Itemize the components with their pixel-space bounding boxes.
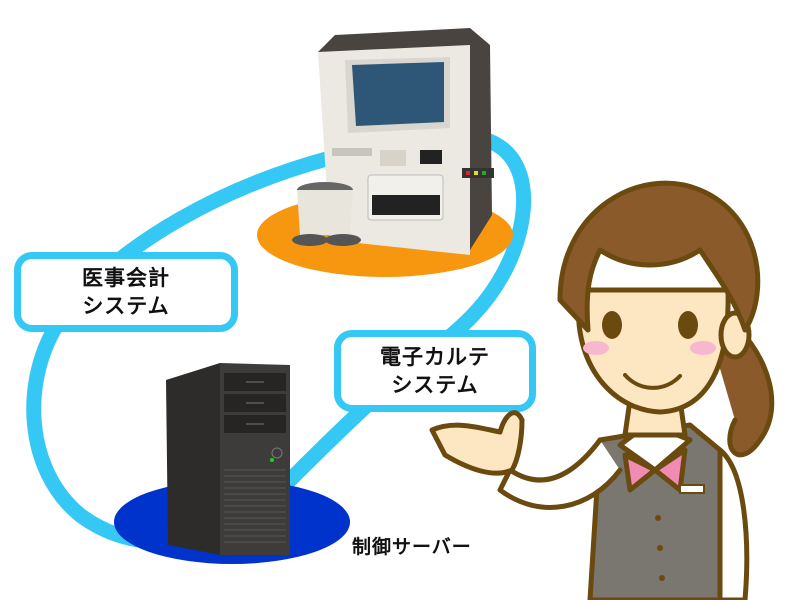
emr-label-line2: システム: [391, 373, 479, 397]
accounting-system-label: 医事会計 システム: [14, 252, 238, 332]
server-icon: [166, 363, 290, 555]
accounting-label-line2: システム: [82, 294, 170, 318]
server-label: 制御サーバー: [352, 536, 472, 558]
accounting-label-line1: 医事会計: [82, 266, 170, 290]
emr-label-line1: 電子カルテ: [380, 345, 490, 369]
kiosk-icon: [292, 28, 494, 255]
emr-system-label: 電子カルテ システム: [334, 330, 536, 412]
